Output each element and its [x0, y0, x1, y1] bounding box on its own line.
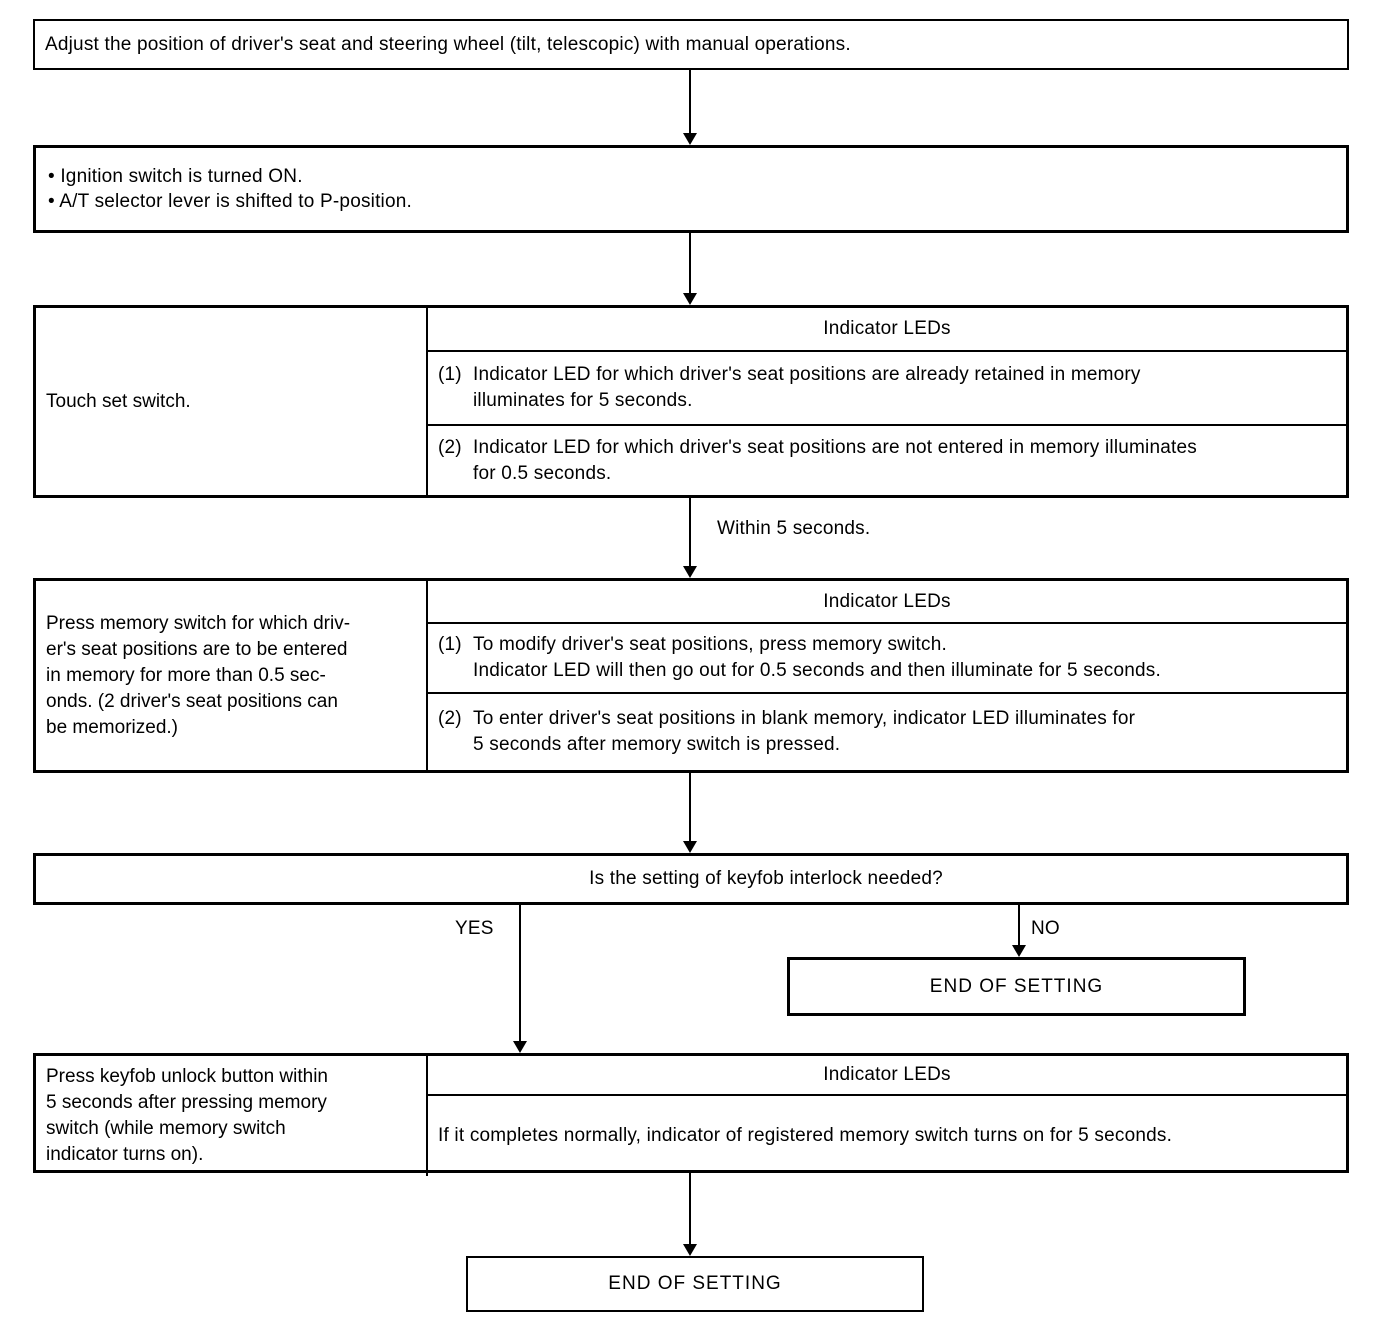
- item-text: Indicator LED for which driver's seat po…: [473, 436, 1197, 484]
- step-adjust-seat-box: Adjust the position of driver's seat and…: [33, 19, 1349, 70]
- arrow-down-icon: [1012, 945, 1026, 957]
- item-marker: (1): [438, 364, 462, 385]
- flow-arrow-3: [683, 498, 697, 578]
- indicator-leds-header-2: Indicator LEDs: [428, 581, 1346, 624]
- no-branch-arrow: [1012, 905, 1026, 957]
- yes-branch-arrow: [513, 905, 527, 1053]
- arrow-down-icon: [683, 566, 697, 578]
- memory-led-item-1: (1) To modify driver's seat positions, p…: [428, 624, 1346, 694]
- arrow-shaft: [689, 1173, 691, 1245]
- flow-arrow-1: [683, 70, 697, 145]
- step-adjust-seat-text: Adjust the position of driver's seat and…: [45, 33, 851, 55]
- arrow-down-icon: [513, 1041, 527, 1053]
- memory-led-item-2: (2) To enter driver's seat positions in …: [428, 694, 1346, 770]
- precondition-selector: • A/T selector lever is shifted to P-pos…: [48, 191, 412, 212]
- keyfob-result-text: If it completes normally, indicator of r…: [438, 1125, 1173, 1146]
- arrow-down-icon: [683, 1244, 697, 1256]
- indicator-leds-header-3: Indicator LEDs: [428, 1056, 1346, 1096]
- item-text: To modify driver's seat positions, press…: [473, 634, 1161, 681]
- numbered-item: (1) Indicator LED for which driver's sea…: [438, 362, 1141, 414]
- preconditions-box: • Ignition switch is turned ON. • A/T se…: [33, 145, 1349, 233]
- touch-set-switch-label: Touch set switch.: [36, 308, 428, 495]
- press-keyfob-label: Press keyfob unlock button within 5 seco…: [36, 1056, 428, 1176]
- arrow-down-icon: [683, 841, 697, 853]
- decision-question: Is the setting of keyfob interlock neede…: [589, 868, 943, 889]
- flow-arrow-5: [683, 1173, 697, 1256]
- arrow-shaft: [519, 905, 521, 1042]
- precondition-ignition: • Ignition switch is turned ON.: [48, 166, 303, 187]
- end-of-setting-no-box: END OF SETTING: [787, 957, 1246, 1016]
- item-marker: (2): [438, 436, 462, 458]
- end-of-setting-final-box: END OF SETTING: [466, 1256, 924, 1312]
- arrow-shaft: [689, 70, 691, 134]
- item-marker: (2): [438, 708, 462, 729]
- keyfob-result-row: If it completes normally, indicator of r…: [428, 1096, 1346, 1176]
- item-text: Indicator LED for which driver's seat po…: [473, 364, 1141, 411]
- arrow-shaft: [689, 233, 691, 294]
- touch-set-switch-table: Touch set switch. Indicator LEDs (1) Ind…: [33, 305, 1349, 498]
- flow-arrow-4: [683, 773, 697, 853]
- numbered-item: (1) To modify driver's seat positions, p…: [438, 632, 1161, 684]
- press-keyfob-table: Press keyfob unlock button within 5 seco…: [33, 1053, 1349, 1176]
- within-5-seconds-label: Within 5 seconds.: [717, 518, 871, 539]
- item-marker: (1): [438, 634, 462, 655]
- arrow-shaft: [689, 773, 691, 842]
- press-memory-switch-label: Press memory switch for which driv- er's…: [36, 581, 428, 770]
- arrow-down-icon: [683, 133, 697, 145]
- keyfob-interlock-decision-box: Is the setting of keyfob interlock neede…: [33, 853, 1349, 905]
- flow-arrow-2: [683, 233, 697, 305]
- item-text: To enter driver's seat positions in blan…: [473, 708, 1136, 755]
- yes-label: YES: [455, 918, 494, 939]
- arrow-shaft: [689, 498, 691, 567]
- indicator-led-item-2: (2) Indicator LED for which driver's sea…: [428, 426, 1346, 495]
- indicator-leds-header-1: Indicator LEDs: [428, 308, 1346, 352]
- press-memory-switch-table: Press memory switch for which driv- er's…: [33, 578, 1349, 773]
- no-label: NO: [1031, 918, 1060, 939]
- arrow-down-icon: [683, 293, 697, 305]
- indicator-led-item-1: (1) Indicator LED for which driver's sea…: [428, 352, 1346, 426]
- arrow-shaft: [1018, 905, 1020, 946]
- numbered-item: (2) To enter driver's seat positions in …: [438, 706, 1135, 758]
- numbered-item: (2) Indicator LED for which driver's sea…: [438, 435, 1197, 487]
